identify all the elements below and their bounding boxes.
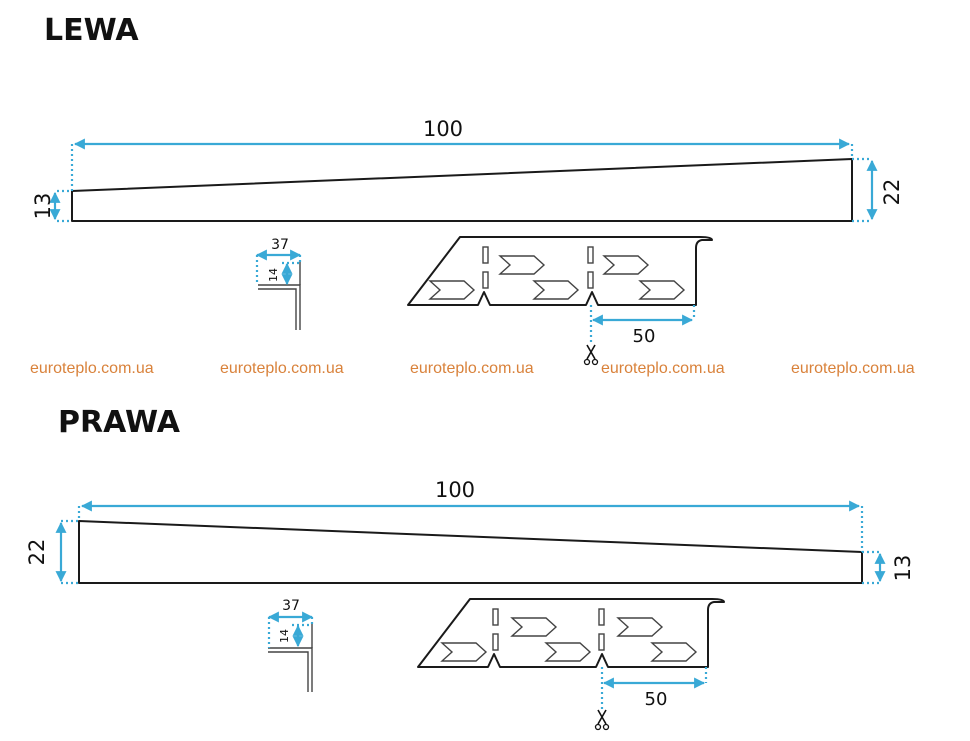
watermark: euroteplo.com.ua (601, 360, 725, 377)
wedge-profile (71, 158, 853, 222)
watermark-row: euroteplo.com.ua euroteplo.com.ua eurote… (30, 360, 915, 377)
section-title: LEWA (44, 13, 139, 48)
height-end-label: 13 (891, 555, 915, 582)
profile-height-label: 14 (278, 629, 291, 643)
perforated-strip: 50 (417, 598, 725, 731)
section-title: PRAWA (58, 405, 181, 440)
watermark: euroteplo.com.ua (220, 360, 344, 377)
length-label: 100 (423, 117, 463, 141)
length-label: 100 (435, 478, 475, 502)
perforated-strip: 50 (407, 236, 713, 366)
slot-spacing-label: 50 (633, 326, 656, 347)
watermark: euroteplo.com.ua (791, 360, 915, 377)
scissors-icon (594, 709, 610, 731)
watermark: euroteplo.com.ua (410, 360, 534, 377)
height-start-label: 13 (31, 193, 55, 220)
cross-section-profile: 37 14 (255, 237, 302, 330)
cross-section-profile: 37 14 (267, 598, 314, 692)
watermark: euroteplo.com.ua (30, 360, 154, 377)
wedge-profile (78, 520, 863, 584)
profile-height-label: 14 (267, 268, 280, 282)
section-left: LEWA 100 13 22 37 14 (31, 13, 904, 366)
height-end-label: 22 (880, 179, 904, 206)
section-right: PRAWA 100 22 13 37 14 (25, 405, 915, 731)
profile-width-label: 37 (282, 598, 300, 614)
profile-width-label: 37 (271, 237, 289, 253)
height-start-label: 22 (25, 539, 49, 566)
slot-spacing-label: 50 (645, 689, 668, 710)
scissors-icon (583, 344, 599, 366)
